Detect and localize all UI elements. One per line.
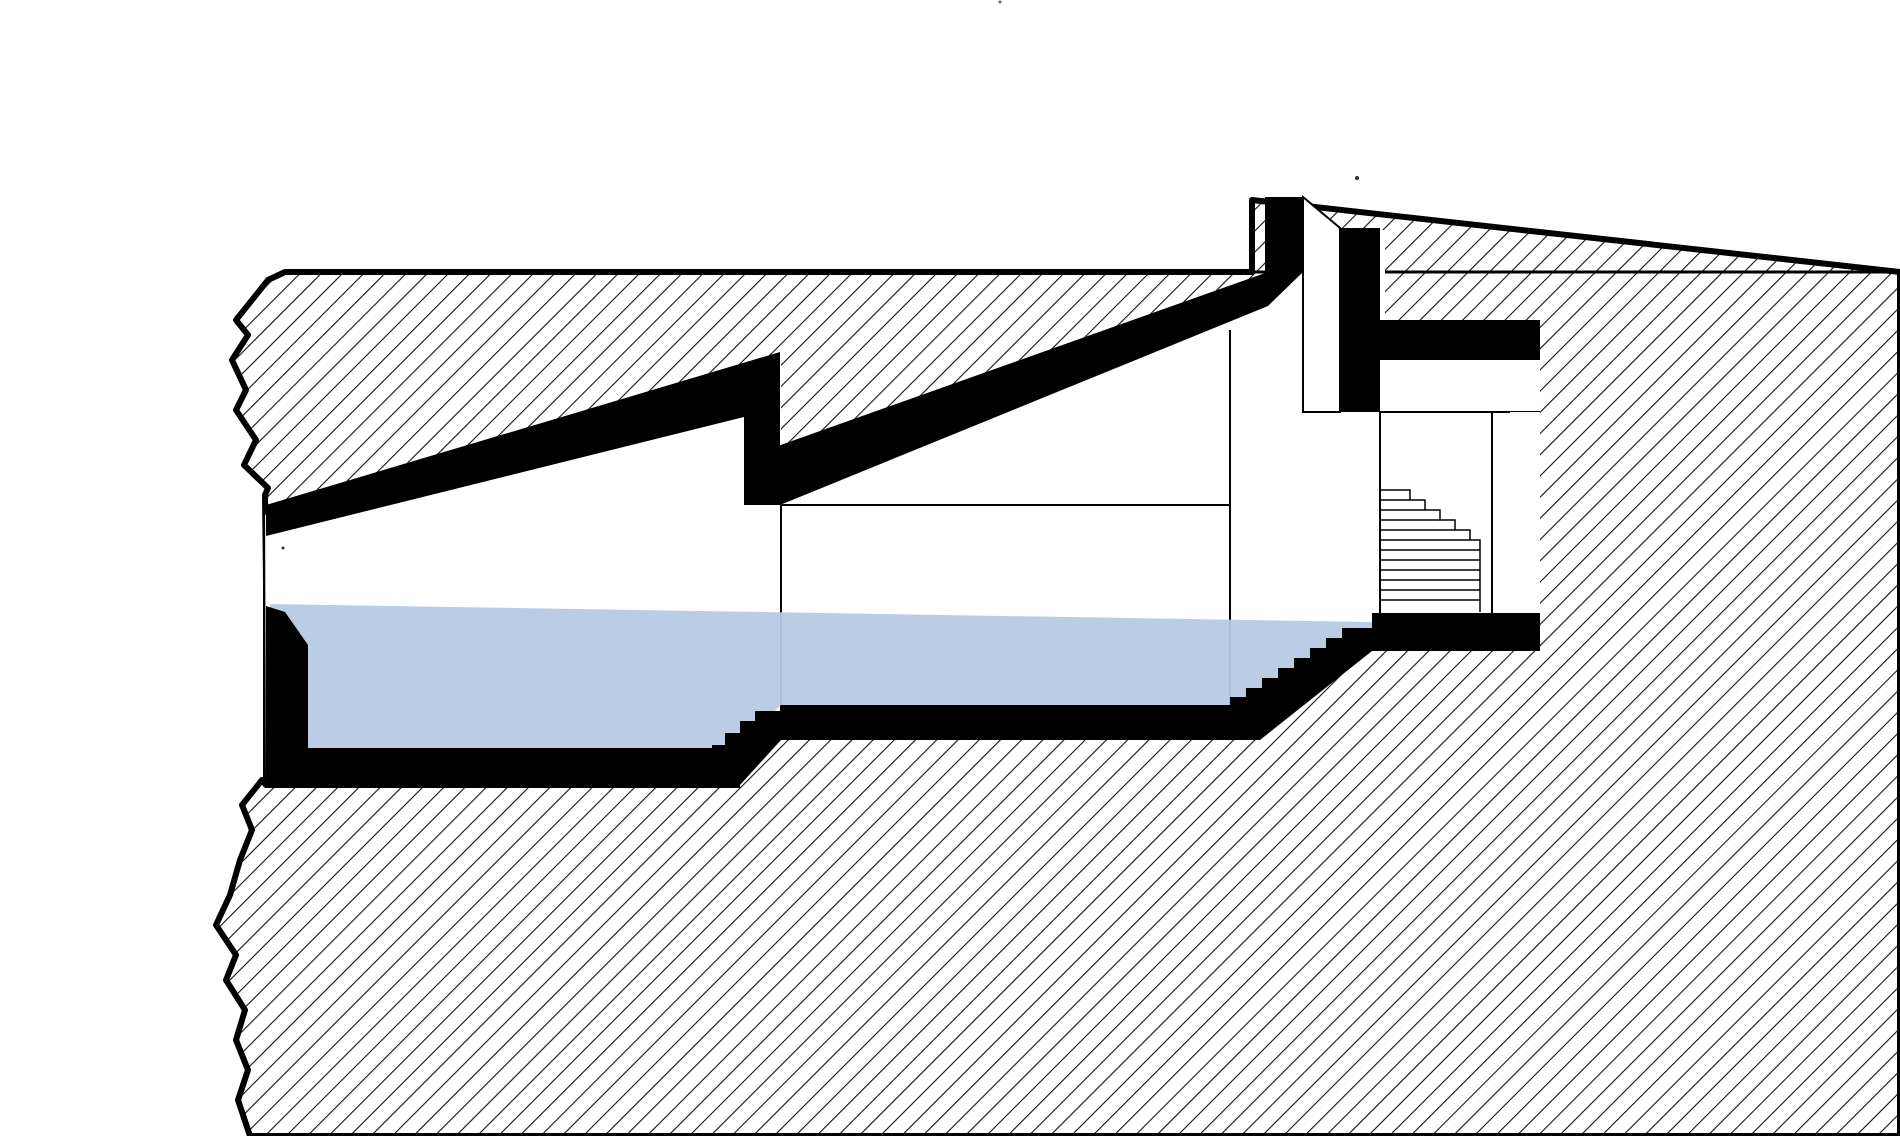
pool-left-wall (266, 606, 308, 760)
entrance-ceiling-slab (1380, 320, 1540, 360)
entrance-stair (1380, 489, 1481, 612)
light-shaft-wall-left (1265, 197, 1303, 306)
light-shaft-slant (1302, 194, 1341, 413)
pool-floor-slab (266, 628, 1372, 785)
entrance-right-wall (1510, 412, 1540, 618)
entrance-floor-slab (1372, 613, 1540, 651)
ink-dot (998, 0, 1002, 4)
pool-water (270, 604, 1372, 770)
roof-slab-left (266, 352, 780, 536)
roof-slab-right (744, 272, 1268, 505)
ink-dot (1355, 176, 1359, 180)
ink-dot (281, 546, 285, 550)
